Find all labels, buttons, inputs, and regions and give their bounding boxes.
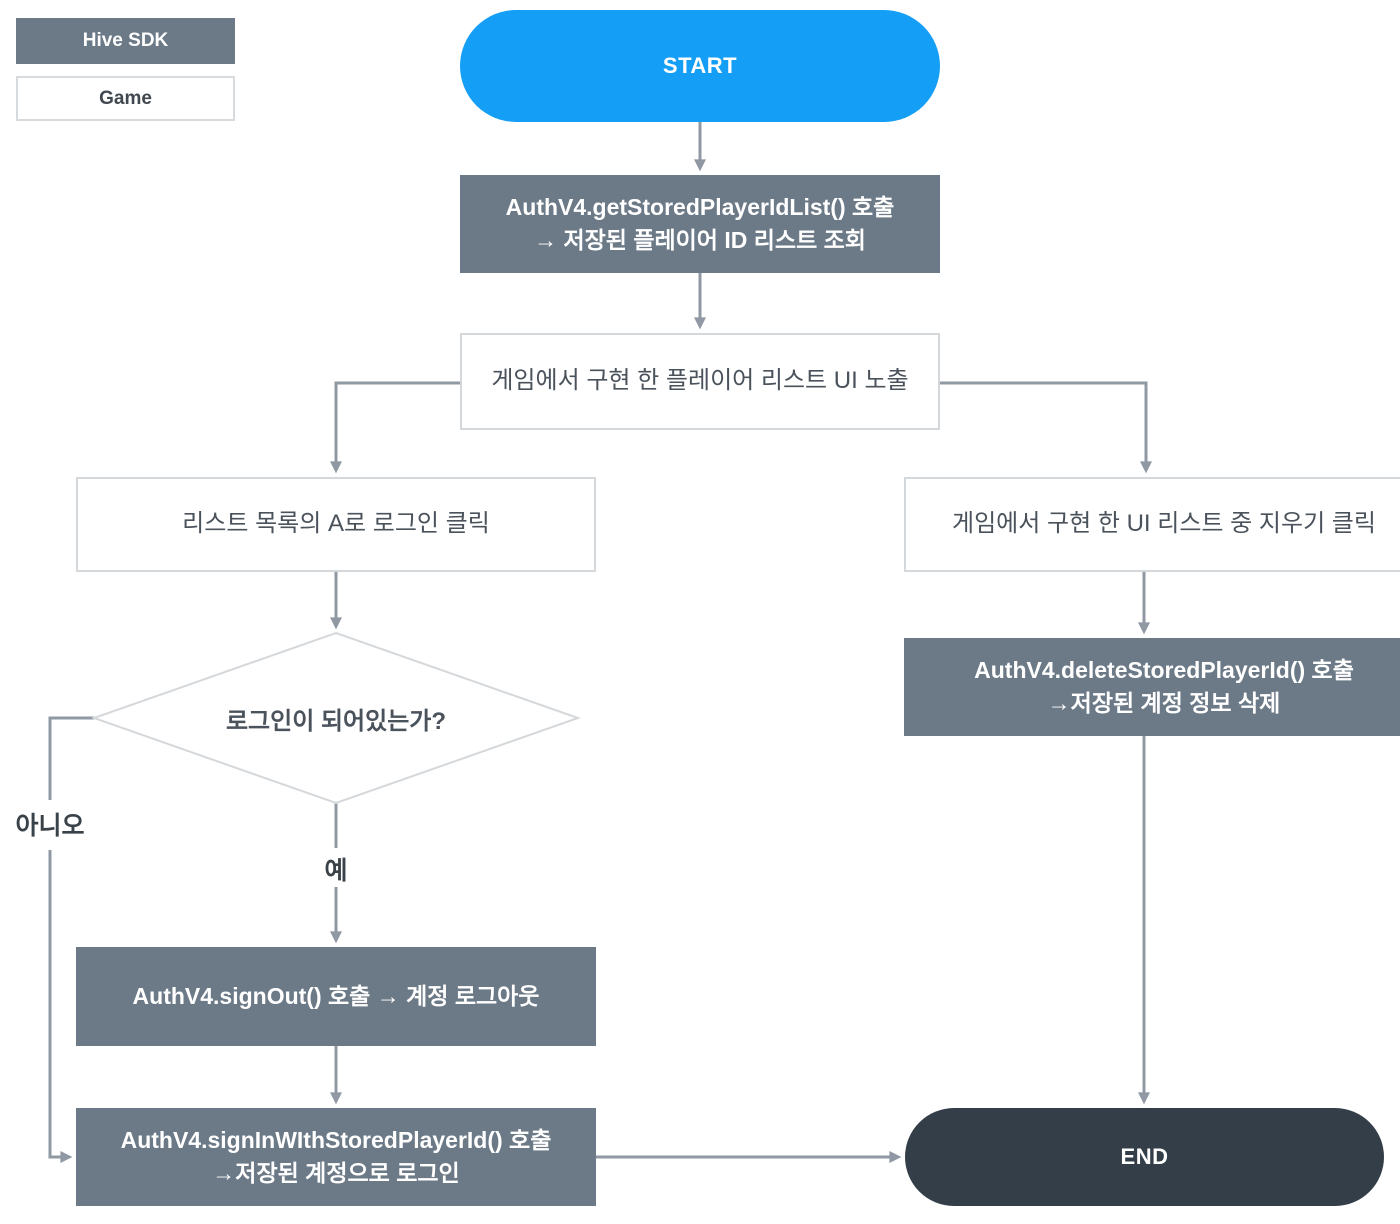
node-delete-click: 게임에서 구현 한 UI 리스트 중 지우기 클릭	[904, 477, 1400, 572]
node-sign-out: AuthV4.signOut() 호출 → 계정 로그아웃	[76, 947, 596, 1046]
connector-showui-to-deleteclick	[940, 381, 1152, 474]
node-delete-stored-player-id: AuthV4.deleteStoredPlayerId() 호출 →저장된 계정…	[904, 638, 1400, 736]
node-get-stored-player-id-list: AuthV4.getStoredPlayerIdList() 호출 → 저장된 …	[460, 175, 940, 273]
connector-decision-no-upper	[48, 716, 94, 800]
connector-showui-to-loginclick	[330, 381, 460, 474]
edge-label-no: 아니오	[6, 806, 94, 842]
edge-label-yes: 예	[306, 851, 366, 887]
legend-hive-sdk: Hive SDK	[16, 18, 235, 64]
node-sign-in-with-stored-player-id: AuthV4.signInWIthStoredPlayerId() 호출 →저장…	[76, 1108, 596, 1206]
end-node: END	[905, 1108, 1384, 1206]
node-login-click: 리스트 목록의 A로 로그인 클릭	[76, 477, 596, 572]
connector-decision-no-lower	[48, 850, 73, 1163]
decision-is-logged-in: 로그인이 되어있는가?	[225, 708, 447, 735]
start-node: START	[460, 10, 940, 122]
node-show-player-list-ui: 게임에서 구현 한 플레이어 리스트 UI 노출	[460, 333, 940, 430]
decision-diamond-shape	[90, 631, 582, 805]
legend-game: Game	[16, 76, 235, 121]
